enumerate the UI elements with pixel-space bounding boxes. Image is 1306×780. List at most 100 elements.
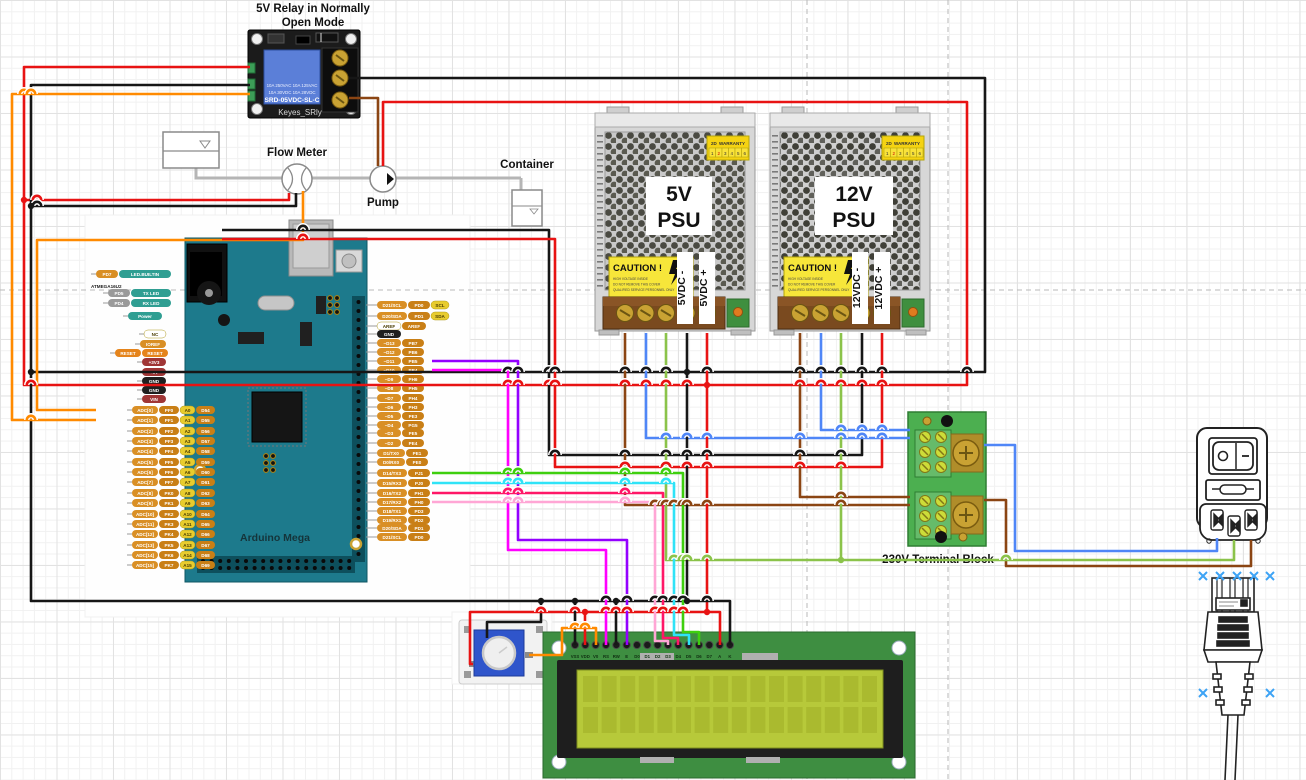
pin-pill: [159, 530, 179, 538]
wire-lcd-d3[interactable]: [432, 500, 670, 645]
lcd-pin-label: V0: [593, 654, 599, 659]
psu-name-line2: PSU: [832, 209, 875, 232]
wire-pump-brown[interactable]: [349, 96, 380, 166]
pin-pill-label: PK5: [165, 543, 174, 548]
icsp-pin: [327, 309, 333, 315]
wire-hop: [835, 499, 847, 506]
wire-hop: [512, 366, 524, 373]
wire-hop: [297, 224, 309, 231]
wire-hop: [681, 449, 693, 456]
pin-pill-label: PH3: [409, 405, 418, 410]
selection-handle[interactable]: [1265, 571, 1275, 581]
selection-handle[interactable]: [1249, 571, 1259, 581]
pin-pill: [377, 449, 405, 457]
screw-slot: [937, 463, 945, 471]
wire-relay-coil-plus[interactable]: [22, 65, 969, 387]
wire-lcd-d6[interactable]: [432, 471, 701, 645]
wire-lcd-e[interactable]: [432, 359, 629, 645]
pin-pill: [132, 427, 158, 435]
pin-pill-label: A3: [185, 439, 191, 444]
lcd-pin-d2[interactable]: [653, 640, 662, 650]
screw-slot: [921, 527, 929, 535]
pin-pill: [402, 412, 424, 420]
wire-lcd-rs[interactable]: [432, 368, 608, 645]
mounting-hole: [551, 640, 567, 656]
pin-pill: [115, 349, 141, 357]
pin-pill-label: D16/TX2: [383, 491, 402, 496]
wire-hop: [535, 606, 547, 613]
wire-psu5-earth[interactable]: [664, 333, 1236, 562]
pin-pill: [377, 429, 401, 437]
pin-pill: [159, 499, 179, 507]
pin-pill: [132, 458, 158, 466]
wire-arduino-vin[interactable]: [222, 237, 884, 469]
pin-pill-label: D64: [201, 512, 210, 517]
wire-block-blue[interactable]: [984, 443, 1219, 553]
terminal-block-230v[interactable]: 230V Terminal Block: [882, 411, 994, 566]
water-tank[interactable]: [162, 131, 220, 169]
pin-pill-label: PK2: [165, 512, 174, 517]
selection-handle[interactable]: [1198, 688, 1208, 698]
wire-flowmeter-gnd[interactable]: [31, 193, 298, 208]
selection-handle[interactable]: [1198, 571, 1208, 581]
icsp-pin: [334, 309, 340, 315]
lcd-pin-d0[interactable]: [632, 640, 642, 650]
icsp-pin: [334, 302, 340, 308]
wire-lcd-vdd-rail[interactable]: [468, 610, 707, 666]
wire-psu5-brown[interactable]: [623, 333, 910, 507]
selection-handle[interactable]: [1215, 571, 1225, 581]
lcd-pin-d7[interactable]: [705, 640, 714, 650]
lcd-pin-d1[interactable]: [643, 640, 652, 650]
pin-pill: [132, 478, 158, 486]
pin-pill: [179, 446, 196, 456]
pin-pill-label: D62: [201, 491, 210, 496]
container[interactable]: Container: [500, 159, 554, 227]
wire-lcd-a[interactable]: [707, 610, 722, 645]
wire-hop: [815, 366, 827, 373]
wire-relay-coil-gnd[interactable]: [29, 83, 687, 603]
pin-dot: [321, 566, 326, 570]
wire-psu12-brown[interactable]: [798, 333, 910, 499]
screw-slot: [794, 309, 806, 317]
pin-pill-label: ADC[2]: [137, 429, 153, 434]
side-vent: [597, 219, 603, 221]
wire-lcd-v0[interactable]: [529, 626, 598, 657]
wire-lcd-k[interactable]: [687, 599, 732, 645]
pin-pill: [179, 540, 196, 550]
flow-meter[interactable]: Flow Meter: [267, 147, 328, 195]
selection-handle[interactable]: [1265, 688, 1275, 698]
wire-block-brown[interactable]: [984, 498, 1253, 568]
pin-dot: [235, 566, 240, 570]
lcd-pin-label: D5: [686, 654, 692, 659]
pin-pill-label: D57: [201, 439, 210, 444]
wire-lcd-d4[interactable]: [432, 491, 680, 645]
pin-pill: [142, 377, 166, 385]
relay-module[interactable]: 5V Relay in Normally Open Mode 10A 250VA…: [247, 3, 370, 119]
pin-pill: [196, 416, 215, 424]
pin-pill: [179, 509, 196, 519]
pin-pill-label: RX LED: [143, 301, 161, 306]
psu-foot: [905, 329, 927, 336]
wire-hop: [640, 379, 652, 386]
psu-foot: [598, 329, 620, 336]
pin-pill-label: PB4: [409, 368, 418, 373]
selection-handle[interactable]: [1232, 571, 1242, 581]
power-entry-module[interactable]: [1196, 427, 1268, 544]
pin-pill: [159, 468, 179, 476]
wire-relay-signal[interactable]: [10, 92, 250, 422]
pin-pill: [179, 519, 196, 529]
iec-plug-cable[interactable]: [1202, 577, 1264, 780]
arduino-label: Arduino Mega: [240, 532, 310, 544]
pin-pill: [377, 357, 401, 365]
wire-hop: [619, 379, 631, 386]
wire-lcd-d5[interactable]: [432, 481, 691, 645]
pipe[interactable]: [194, 168, 521, 180]
potentiometer[interactable]: [458, 619, 548, 685]
pin-pill-label: PD0: [415, 303, 424, 308]
wire-flowmeter-plus[interactable]: [24, 193, 291, 202]
pump[interactable]: Pump: [367, 165, 399, 209]
